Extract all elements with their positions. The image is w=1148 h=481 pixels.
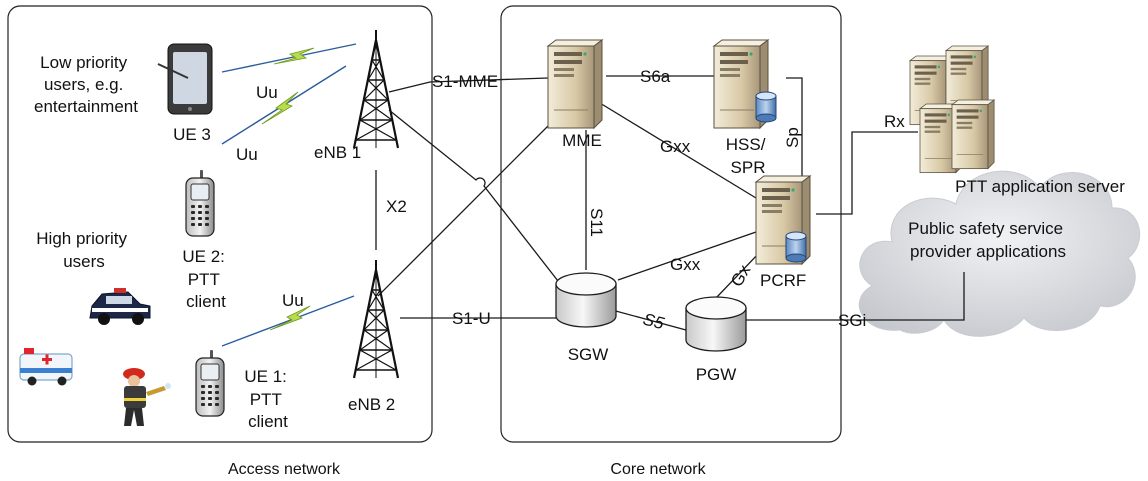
- pcrf-label: PCRF: [760, 271, 806, 290]
- lightning-icon: [261, 91, 299, 125]
- ptt-server-label: PTT application server: [955, 177, 1125, 196]
- sgw-cylinder-icon: [555, 272, 617, 328]
- uu-label: Uu: [236, 145, 258, 164]
- low-priority-users-label: Low priority users, e.g. entertainment: [34, 53, 138, 116]
- links: [375, 75, 965, 331]
- uu-label: Uu: [282, 291, 304, 310]
- s1-u-label: S1-U: [452, 309, 491, 328]
- ue2-label: UE 2: PTT client: [182, 247, 229, 311]
- core-network-caption: Core network: [610, 461, 706, 478]
- ue3-label: UE 3: [173, 125, 211, 144]
- lightning-icon: [273, 47, 315, 65]
- link-sp: [786, 77, 803, 190]
- pgw-label: PGW: [696, 365, 737, 384]
- link-s1-mme: [388, 77, 549, 93]
- phone-icon: [185, 169, 215, 237]
- enb2-label: eNB 2: [348, 395, 395, 414]
- cell-tower-icon: [352, 28, 400, 150]
- sgw-label: SGW: [568, 345, 609, 364]
- server-icon: [547, 39, 603, 129]
- gxx-label: Gxx: [670, 255, 701, 274]
- link-gxx-sgw-pcrf: [617, 231, 757, 281]
- access-network-caption: Access network: [228, 461, 341, 478]
- labels: Low priority users, e.g. entertainment H…: [34, 53, 1125, 478]
- s11-label: S11: [587, 208, 606, 237]
- police-car-icon: [89, 288, 151, 325]
- core-network-frame: [500, 5, 842, 443]
- enb1-label: eNB 1: [314, 143, 361, 162]
- phone-icon: [195, 349, 225, 417]
- radio-links: [221, 43, 357, 347]
- s5-label: S5: [641, 310, 667, 334]
- hss-label: HSS/ SPR: [726, 135, 770, 177]
- cell-tower-icon: [352, 258, 400, 380]
- ps-apps-label: Public safety service provider applicati…: [908, 219, 1068, 261]
- high-priority-users-label: High priority users: [36, 229, 131, 271]
- gxx-label: Gxx: [660, 137, 691, 156]
- link-gx: [715, 251, 761, 299]
- sgi-label: SGi: [838, 311, 866, 330]
- s6a-label: S6a: [640, 67, 671, 86]
- gx-label: Gx: [727, 261, 755, 290]
- firefighter-icon: [123, 368, 171, 426]
- ptt-server-cluster: [909, 45, 995, 174]
- s1-mme-label: S1-MME: [432, 72, 498, 91]
- link-enb1-sgw: [388, 109, 566, 291]
- cloud-icon: [858, 170, 1141, 337]
- ambulance-icon: [19, 348, 73, 386]
- link-enb2-mme: [377, 113, 561, 297]
- rx-label: Rx: [884, 112, 905, 131]
- link-gxx-mme-pcrf: [594, 99, 757, 199]
- mme-label: MME: [562, 131, 602, 150]
- server-icon: [951, 99, 995, 170]
- link-sgi: [746, 272, 965, 321]
- uu-label: Uu: [256, 83, 278, 102]
- lightning-icon: [269, 305, 311, 331]
- link-s5: [611, 309, 687, 331]
- database-icon: [785, 231, 807, 263]
- access-network-frame: [7, 5, 433, 443]
- tablet-icon: [157, 43, 213, 115]
- pgw-cylinder-icon: [685, 296, 747, 352]
- database-icon: [755, 91, 777, 123]
- link-rx: [816, 131, 918, 215]
- x2-label: X2: [386, 197, 407, 216]
- sp-label: Sp: [783, 127, 802, 148]
- ue1-label: UE 1: PTT client: [244, 367, 291, 431]
